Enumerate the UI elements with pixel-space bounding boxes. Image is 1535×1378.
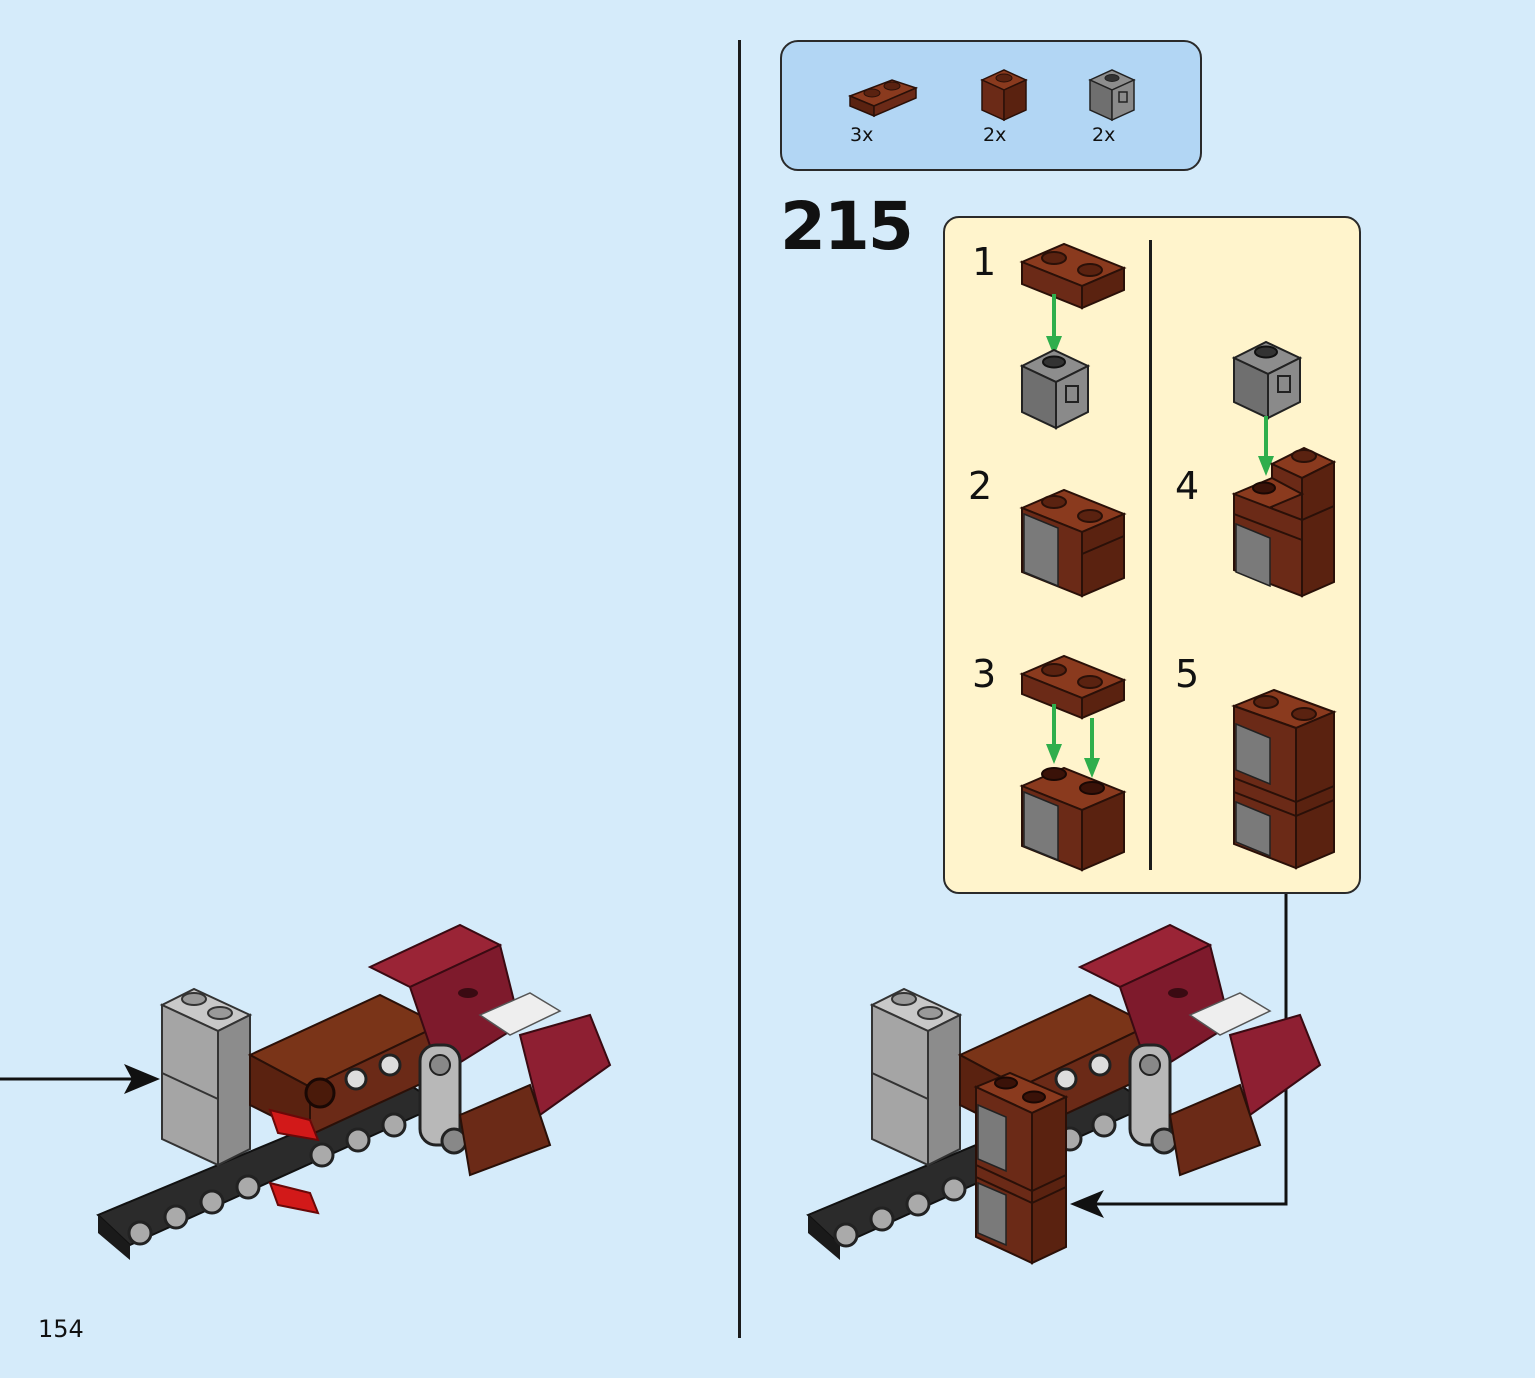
substep-2-illustration	[1019, 488, 1127, 598]
substep-5-number: 5	[1175, 652, 1200, 696]
part-brick-1x1-icon	[980, 69, 1028, 122]
substep-4-illustration	[1231, 340, 1337, 598]
part-3-quantity: 2x	[1092, 124, 1116, 146]
part-1-quantity: 3x	[850, 124, 874, 146]
substep-3-number: 3	[972, 652, 997, 696]
page-number: 154	[38, 1315, 84, 1343]
substeps-divider	[1149, 240, 1152, 870]
substep-1-illustration	[1019, 242, 1127, 430]
page-divider	[738, 40, 741, 1338]
callout-connector-arrow	[1070, 894, 1288, 1218]
substep-5-illustration	[1231, 688, 1337, 870]
substep-2-number: 2	[968, 464, 993, 508]
part-plate-1x2-icon	[847, 79, 919, 118]
model-after-illustration	[806, 923, 1322, 1265]
part-2-quantity: 2x	[983, 124, 1007, 146]
substep-3-illustration	[1019, 654, 1127, 872]
substep-1-number: 1	[972, 240, 997, 284]
substep-4-number: 4	[1175, 464, 1200, 508]
incoming-arrow	[0, 1064, 160, 1094]
model-before-illustration	[96, 923, 612, 1260]
step-number: 215	[780, 188, 914, 265]
part-brick-clip-icon	[1088, 69, 1136, 122]
